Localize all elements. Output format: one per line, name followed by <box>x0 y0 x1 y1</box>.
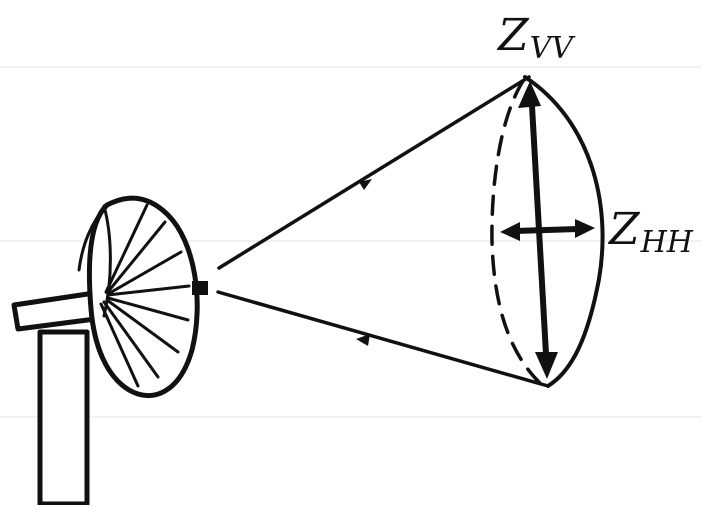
vertical-arrow-head-top <box>518 81 541 108</box>
horizontal-polarization-arrow-icon <box>512 226 581 234</box>
lower-beam-line <box>216 290 550 388</box>
dish-outline <box>86 195 200 399</box>
wavefront-front-curve <box>523 75 605 388</box>
feed-horn <box>192 281 208 295</box>
polarization-arrows <box>500 81 595 379</box>
zvv-label: ZVV <box>498 14 573 64</box>
dish-rim <box>77 203 109 272</box>
horizontal-arrow-head-left <box>500 222 520 241</box>
upper-beam-line <box>217 75 531 270</box>
zhh-label: ZHH <box>609 208 693 258</box>
dish-ribs <box>99 203 191 388</box>
radar-dish-icon <box>11 195 208 507</box>
horizontal-arrow-head-right <box>575 219 595 238</box>
zhh-main-letter: Z <box>609 204 640 255</box>
wavefront-back-curve <box>490 79 546 389</box>
antenna-post <box>37 329 90 507</box>
zvv-subscript: VV <box>529 31 573 66</box>
signal-arrow-icon <box>356 334 370 346</box>
zhh-subscript: HH <box>640 225 693 260</box>
signal-arrow-icon <box>359 179 372 190</box>
zvv-main-letter: Z <box>498 10 529 61</box>
vertical-arrow-head-bottom <box>535 352 558 379</box>
signal-beam <box>216 75 605 389</box>
